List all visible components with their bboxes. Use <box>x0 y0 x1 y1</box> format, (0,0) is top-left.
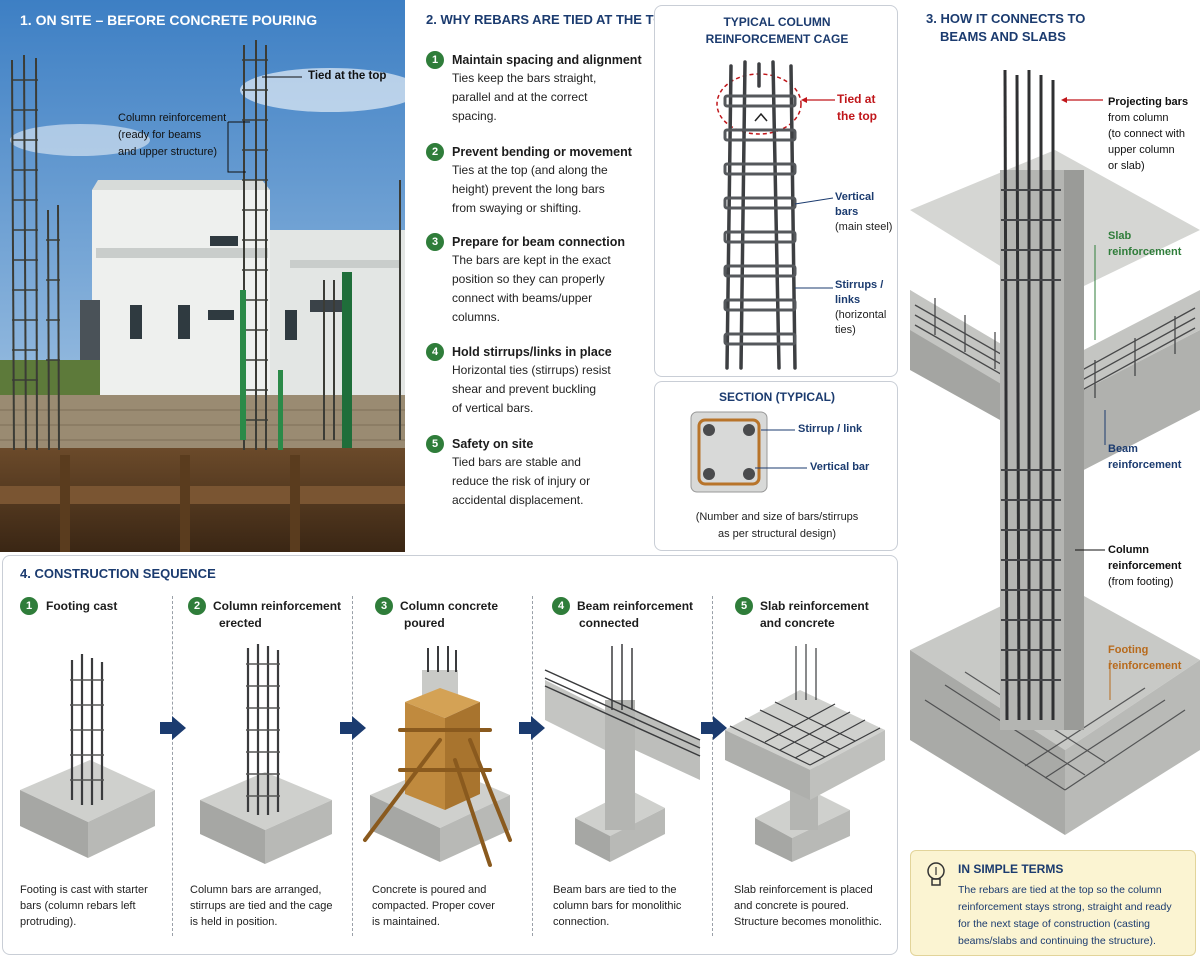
step-title: Column reinforcement erected <box>213 599 342 630</box>
arrow-right-icon <box>519 716 545 740</box>
step-1-header: 1 Footing cast <box>20 596 180 615</box>
lightbulb-icon <box>927 862 945 886</box>
section4-title: 4. CONSTRUCTION SEQUENCE <box>20 566 216 581</box>
footing-reinforcement-label: Footing reinforcement <box>1108 644 1182 672</box>
step-3-illustration <box>363 646 512 867</box>
label-column-reinforcement: Column reinforcement (ready for beams an… <box>118 112 227 158</box>
step-number: 3 <box>426 233 444 251</box>
step-number: 2 <box>426 143 444 161</box>
step-title: Footing cast <box>46 599 118 613</box>
step-number: 4 <box>426 343 444 361</box>
step-title: Slab reinforcement and concrete <box>760 599 869 630</box>
step-number: 3 <box>375 597 393 615</box>
beam-reinforcement-label: Beam reinforcement <box>1108 443 1182 471</box>
section3-title: 3. HOW IT CONNECTS TO BEAMS AND SLABS <box>926 11 1086 44</box>
simple-terms-title: IN SIMPLE TERMS <box>958 862 1064 876</box>
step-3-header: 3 Column concrete poured <box>375 596 535 632</box>
step-number: 2 <box>188 597 206 615</box>
step-5-header: 5 Slab reinforcement and concrete <box>735 596 895 632</box>
why-item-title: Safety on site <box>452 437 534 451</box>
divider <box>532 596 533 936</box>
why-item-title: Prepare for beam connection <box>452 235 625 249</box>
section-note: (Number and size of bars/stirrups as per… <box>695 511 859 540</box>
step-number: 5 <box>735 597 753 615</box>
why-item-2: 2 Prevent bending or movement Ties at th… <box>426 142 648 218</box>
why-item-text: Horizontal ties (stirrups) resist shear … <box>452 363 611 415</box>
step-4-header: 4 Beam reinforcement connected <box>552 596 712 632</box>
step-1-description: Footing is cast with starter bars (colum… <box>20 884 148 928</box>
why-item-text: Tied bars are stable and reduce the risk… <box>452 455 591 507</box>
section-panel: SECTION (TYPICAL) Stirrup / link Vertica… <box>654 381 898 551</box>
why-item-text: Ties keep the bars straight, parallel an… <box>452 71 597 123</box>
cage-illustration <box>716 60 835 370</box>
why-item-title: Prevent bending or movement <box>452 145 632 159</box>
cage-panel: TYPICAL COLUMN REINFORCEMENT CAGE Tied a… <box>654 5 898 377</box>
projecting-bars-label: Projecting bars from column (to connect … <box>1108 96 1189 172</box>
cage-stirrups-label: Stirrups / links (horizontal ties) <box>835 279 887 336</box>
site-photo-illustration <box>0 0 405 552</box>
why-item-1: 1 Maintain spacing and alignment Ties ke… <box>426 50 648 126</box>
arrow-right-icon <box>701 716 727 740</box>
step-4-illustration <box>544 644 701 862</box>
why-item-5: 5 Safety on site Tied bars are stable an… <box>426 434 648 510</box>
connection-illustration <box>910 69 1200 835</box>
arrow-right-icon <box>160 716 186 740</box>
why-item-text: The bars are kept in the exact position … <box>452 253 611 324</box>
step-number: 1 <box>20 597 38 615</box>
step-5-description: Slab reinforcement is placed and concret… <box>734 884 882 928</box>
section-illustration <box>690 411 807 493</box>
stirrup-link-label: Stirrup / link <box>798 423 863 435</box>
cage-tied-top-label: Tied at the top <box>837 92 877 123</box>
step-number: 4 <box>552 597 570 615</box>
why-item-3: 3 Prepare for beam connection The bars a… <box>426 232 648 327</box>
section-title: SECTION (TYPICAL) <box>719 390 835 404</box>
vertical-bar-label: Vertical bar <box>810 461 870 473</box>
why-item-text: Ties at the top (and along the height) p… <box>452 163 608 215</box>
arrow-right-icon <box>340 716 366 740</box>
why-item-4: 4 Hold stirrups/links in place Horizonta… <box>426 342 648 418</box>
column-reinforcement-label: Column reinforcement (from footing) <box>1108 544 1182 588</box>
step-3-description: Concrete is poured and compacted. Proper… <box>372 884 495 928</box>
cage-title: TYPICAL COLUMN REINFORCEMENT CAGE <box>705 15 849 46</box>
simple-terms-text: The rebars are tied at the top so the co… <box>958 884 1172 947</box>
divider <box>172 596 173 936</box>
step-5-illustration <box>725 644 885 862</box>
step-2-illustration <box>200 644 332 864</box>
step-2-header: 2 Column reinforcement erected <box>188 596 348 632</box>
sequence-illustrations <box>20 644 885 867</box>
label-tied-at-top: Tied at the top <box>308 70 387 82</box>
step-2-description: Column bars are arranged, stirrups are t… <box>190 884 333 928</box>
step-number: 5 <box>426 435 444 453</box>
simple-terms-box: IN SIMPLE TERMS The rebars are tied at t… <box>910 850 1196 956</box>
slab-reinforcement-label: Slab reinforcement <box>1108 230 1182 258</box>
step-title: Beam reinforcement connected <box>577 599 694 630</box>
cage-vertical-bars-label: Vertical bars (main steel) <box>835 191 893 233</box>
site-photo: 1. ON SITE – BEFORE CONCRETE POURING Tie… <box>0 0 405 552</box>
why-item-title: Hold stirrups/links in place <box>452 345 612 359</box>
why-item-title: Maintain spacing and alignment <box>452 53 642 67</box>
section2-title: 2. WHY REBARS ARE TIED AT THE TOP <box>426 12 673 27</box>
step-1-illustration <box>20 654 155 858</box>
section1-title: 1. ON SITE – BEFORE CONCRETE POURING <box>20 12 318 28</box>
divider <box>712 596 713 936</box>
step-number: 1 <box>426 51 444 69</box>
divider <box>352 596 353 936</box>
step-title: Column concrete poured <box>400 599 499 630</box>
step-4-description: Beam bars are tied to the column bars fo… <box>553 884 682 928</box>
